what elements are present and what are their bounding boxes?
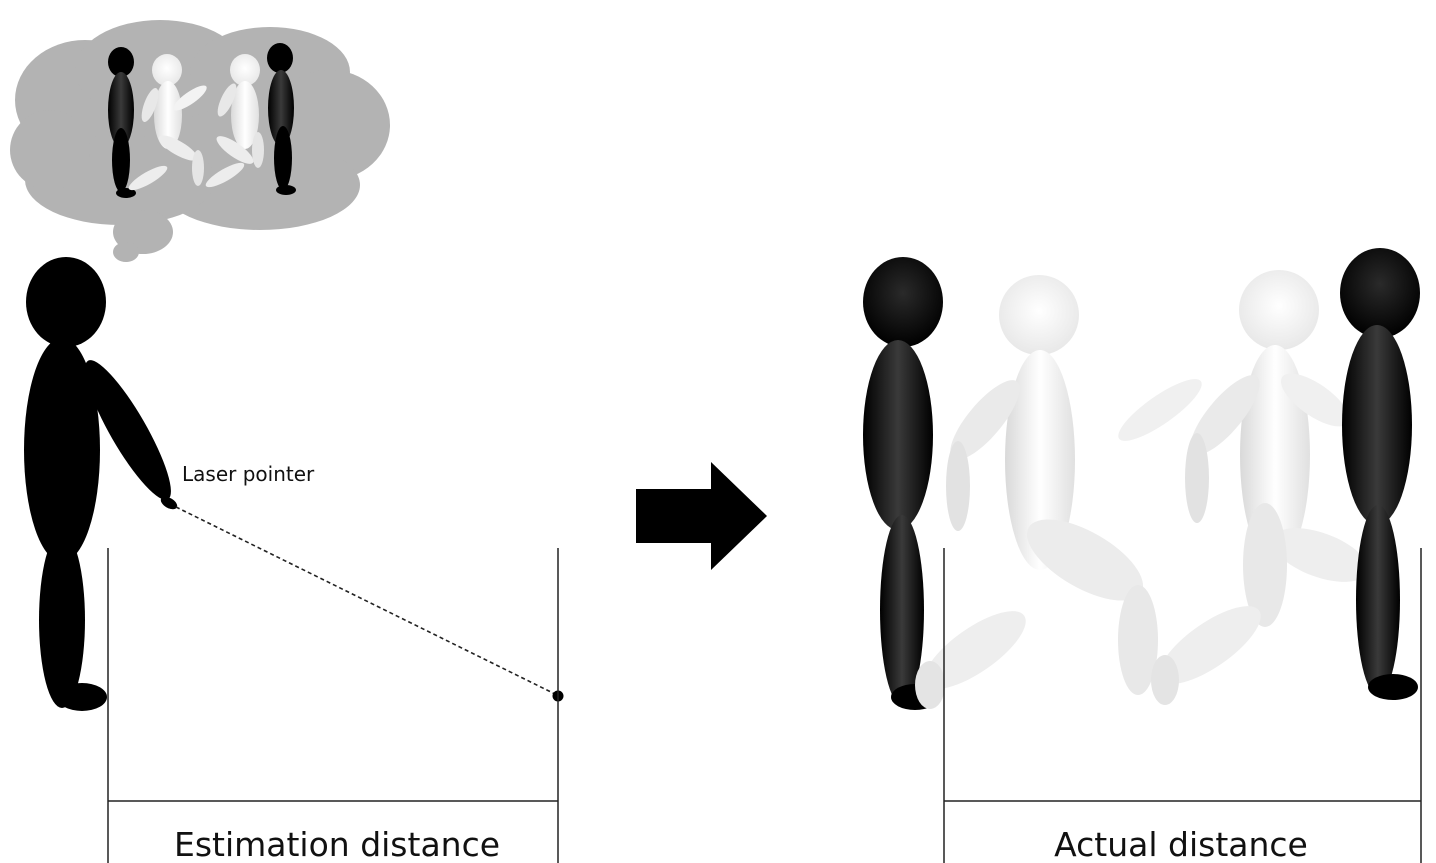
cloud-walker-left (128, 54, 207, 191)
observer-person-icon (24, 257, 178, 711)
cloud-person-right (267, 43, 296, 195)
cloud-walker-right (205, 54, 264, 188)
cloud-person-left (108, 47, 136, 198)
actual-distance-bracket (943, 548, 1422, 863)
laser-beam (175, 506, 558, 696)
walking-figure-right (1151, 270, 1368, 705)
laser-pointer-label: Laser pointer (182, 462, 315, 486)
thought-bubble-icon (10, 20, 390, 262)
walking-figure-left (915, 275, 1202, 709)
estimation-distance-bracket (107, 548, 559, 863)
actual-person-right (1340, 248, 1420, 700)
actual-distance-label: Actual distance (1054, 825, 1308, 863)
right-arrow-icon (636, 462, 767, 570)
actual-person-left (863, 257, 943, 710)
estimation-distance-label: Estimation distance (174, 825, 500, 863)
